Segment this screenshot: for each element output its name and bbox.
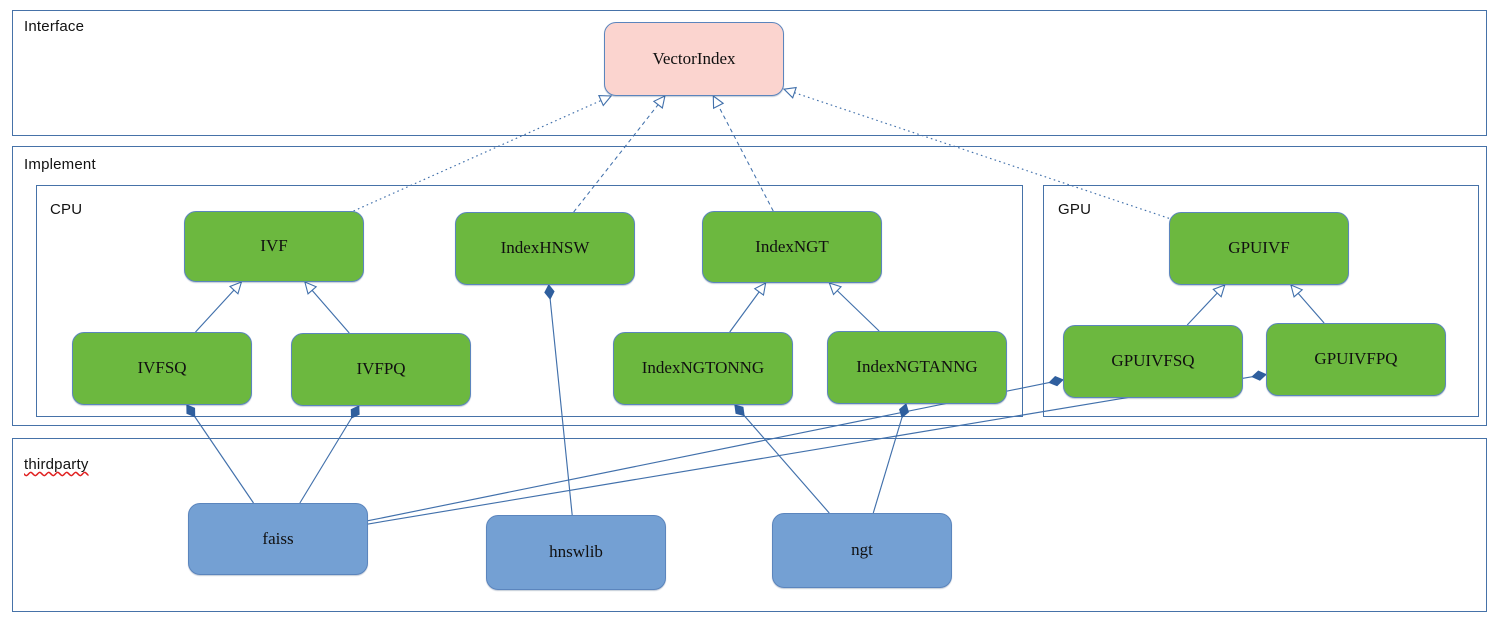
class-node-gpuivfsq[interactable]: GPUIVFSQ xyxy=(1063,325,1243,398)
class-node-ivfpq[interactable]: IVFPQ xyxy=(291,333,471,406)
class-node-faiss[interactable]: faiss xyxy=(188,503,368,575)
class-node-indexhnsw[interactable]: IndexHNSW xyxy=(455,212,635,285)
class-node-indexngtanng[interactable]: IndexNGTANNG xyxy=(827,331,1007,404)
class-node-indexngt[interactable]: IndexNGT xyxy=(702,211,882,283)
class-node-ivfsq[interactable]: IVFSQ xyxy=(72,332,252,405)
class-node-ngt[interactable]: ngt xyxy=(772,513,952,588)
group-label-cpu: CPU xyxy=(50,201,83,218)
class-node-indexngtonng[interactable]: IndexNGTONNG xyxy=(613,332,793,405)
group-label-implement: Implement xyxy=(24,156,96,173)
group-label-interface: Interface xyxy=(24,18,85,35)
class-node-gpuivfpq[interactable]: GPUIVFPQ xyxy=(1266,323,1446,396)
class-node-ivf[interactable]: IVF xyxy=(184,211,364,282)
class-node-gpuivf[interactable]: GPUIVF xyxy=(1169,212,1349,285)
class-node-vectorindex[interactable]: VectorIndex xyxy=(604,22,784,96)
group-label-thirdparty: thirdparty xyxy=(24,456,89,473)
class-node-hnswlib[interactable]: hnswlib xyxy=(486,515,666,590)
group-label-gpu: GPU xyxy=(1058,201,1092,218)
